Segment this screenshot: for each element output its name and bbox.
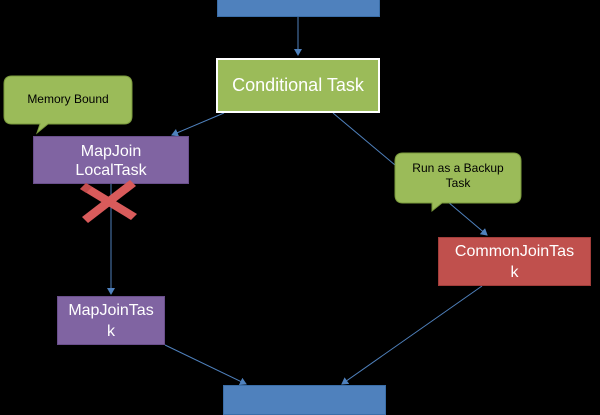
mapjoin-localtask-box: MapJoin LocalTask xyxy=(33,136,189,184)
backup-task-text: Run as a Backup Task xyxy=(412,161,504,190)
conditional-task-box: Conditional Task xyxy=(216,58,380,113)
backup-task-callout xyxy=(394,152,522,213)
edge-backup-to-common-join xyxy=(447,201,488,236)
mapjoin-localtask-label: MapJoin LocalTask xyxy=(75,143,147,179)
memory-bound-callout xyxy=(3,75,133,135)
cross-shadow xyxy=(80,183,92,193)
commonjointask-label: CommonJoinTas k xyxy=(454,242,575,281)
mapjointask-label: MapJoinTas k xyxy=(68,301,154,340)
edge-common-join-to-bottom xyxy=(341,285,483,385)
memory-bound-text: Memory Bound xyxy=(27,92,109,106)
conditional-task-label: Conditional Task xyxy=(232,75,364,95)
mapjointask-box: MapJoinTas k xyxy=(57,296,165,345)
edge-mapjoin-task-to-bottom xyxy=(164,344,247,386)
commonjointask-box: CommonJoinTas k xyxy=(438,237,591,286)
callout-shapes xyxy=(3,75,522,213)
edge-conditional-to-mapjoin-local xyxy=(171,112,225,137)
cross-stroke-b xyxy=(82,180,136,223)
edge-conditional-to-common-join xyxy=(332,112,396,166)
red-x-cross-icon xyxy=(80,180,137,223)
top-task-box xyxy=(217,0,380,17)
